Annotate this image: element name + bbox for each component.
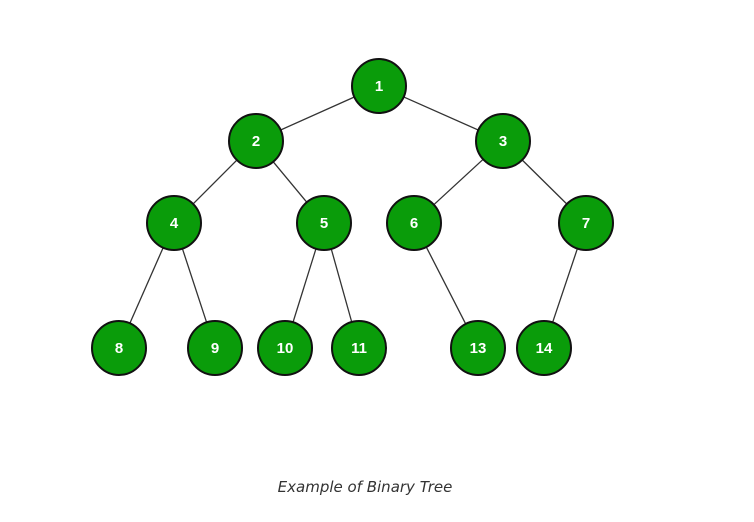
node-label: 8 bbox=[115, 340, 123, 357]
edge-5-10 bbox=[292, 248, 317, 323]
tree-node-13: 13 bbox=[450, 320, 506, 376]
node-label: 10 bbox=[277, 340, 294, 357]
tree-node-3: 3 bbox=[475, 113, 531, 169]
tree-node-14: 14 bbox=[516, 320, 572, 376]
tree-node-11: 11 bbox=[331, 320, 387, 376]
edge-2-4 bbox=[192, 159, 238, 205]
node-label: 13 bbox=[470, 340, 487, 357]
edge-3-6 bbox=[433, 158, 484, 206]
tree-node-5: 5 bbox=[296, 195, 352, 251]
edge-7-14 bbox=[551, 248, 579, 323]
tree-nodes: 1 2 3 4 5 6 7 8 9 10 11 13 14 bbox=[91, 58, 614, 376]
node-label: 7 bbox=[582, 215, 590, 232]
node-circle bbox=[187, 320, 243, 376]
edge-3-7 bbox=[521, 159, 568, 205]
node-label: 11 bbox=[351, 340, 367, 357]
edge-4-8 bbox=[129, 247, 164, 324]
node-circle bbox=[558, 195, 614, 251]
node-circle bbox=[351, 58, 407, 114]
node-circle bbox=[386, 195, 442, 251]
node-label: 14 bbox=[536, 340, 553, 357]
node-circle bbox=[475, 113, 531, 169]
node-circle bbox=[146, 195, 202, 251]
node-circle bbox=[296, 195, 352, 251]
node-label: 1 bbox=[375, 78, 383, 95]
node-circle bbox=[331, 320, 387, 376]
node-label: 9 bbox=[211, 340, 219, 357]
tree-node-2: 2 bbox=[228, 113, 284, 169]
edge-4-9 bbox=[181, 248, 208, 323]
tree-node-8: 8 bbox=[91, 320, 147, 376]
tree-node-4: 4 bbox=[146, 195, 202, 251]
edge-6-13 bbox=[425, 246, 467, 325]
tree-node-9: 9 bbox=[187, 320, 243, 376]
node-label: 2 bbox=[252, 133, 260, 150]
tree-node-1: 1 bbox=[351, 58, 407, 114]
edge-5-11 bbox=[330, 248, 353, 323]
node-label: 5 bbox=[320, 215, 328, 232]
node-label: 6 bbox=[410, 215, 418, 232]
figure-caption: Example of Binary Tree bbox=[277, 478, 453, 496]
node-circle bbox=[516, 320, 572, 376]
node-circle bbox=[450, 320, 506, 376]
tree-node-7: 7 bbox=[558, 195, 614, 251]
tree-edges bbox=[129, 96, 579, 325]
node-circle bbox=[228, 113, 284, 169]
node-label: 4 bbox=[170, 215, 179, 232]
node-circle bbox=[91, 320, 147, 376]
node-label: 3 bbox=[499, 133, 507, 150]
edge-1-2 bbox=[280, 96, 355, 131]
edge-2-5 bbox=[272, 161, 308, 203]
binary-tree-diagram: 1 2 3 4 5 6 7 8 9 10 11 13 14 bbox=[91, 58, 614, 376]
tree-node-6: 6 bbox=[386, 195, 442, 251]
tree-node-10: 10 bbox=[257, 320, 313, 376]
node-circle bbox=[257, 320, 313, 376]
edge-1-3 bbox=[403, 96, 479, 131]
